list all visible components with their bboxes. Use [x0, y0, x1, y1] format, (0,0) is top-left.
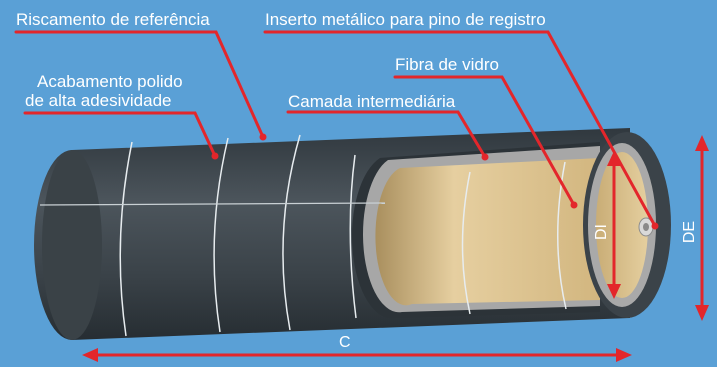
label-length: C [339, 334, 351, 351]
label-outer-diameter: DE [681, 220, 699, 244]
label-finish-line2: de alta adesividade [25, 91, 172, 110]
dimension-arrows [95, 145, 704, 357]
fiberglass-core [375, 158, 600, 306]
leader-metal-insert [263, 30, 657, 228]
leader-intermediate [286, 110, 487, 159]
label-metal-insert: Inserto metálico para pino de registro [265, 10, 546, 29]
cutaway [351, 142, 600, 319]
label-intermediate-layer: Camada intermediária [288, 92, 456, 111]
label-finish-line1: Acabamento polido [37, 72, 183, 91]
arrow-heads [82, 135, 709, 362]
leader-lines [14, 30, 657, 228]
leader-finish [23, 111, 217, 158]
leader-reference-scoring [14, 30, 265, 139]
leader-fiberglass [393, 75, 576, 207]
tube-left-end [42, 150, 102, 340]
label-inner-diameter: DI [593, 224, 610, 240]
leader-dots [211, 133, 659, 230]
reference-scoring-lines [119, 134, 567, 337]
label-reference-scoring: Riscamento de referência [16, 10, 210, 29]
label-fiberglass: Fibra de vidro [395, 55, 499, 74]
longitudinal-scoring-line [39, 202, 386, 206]
